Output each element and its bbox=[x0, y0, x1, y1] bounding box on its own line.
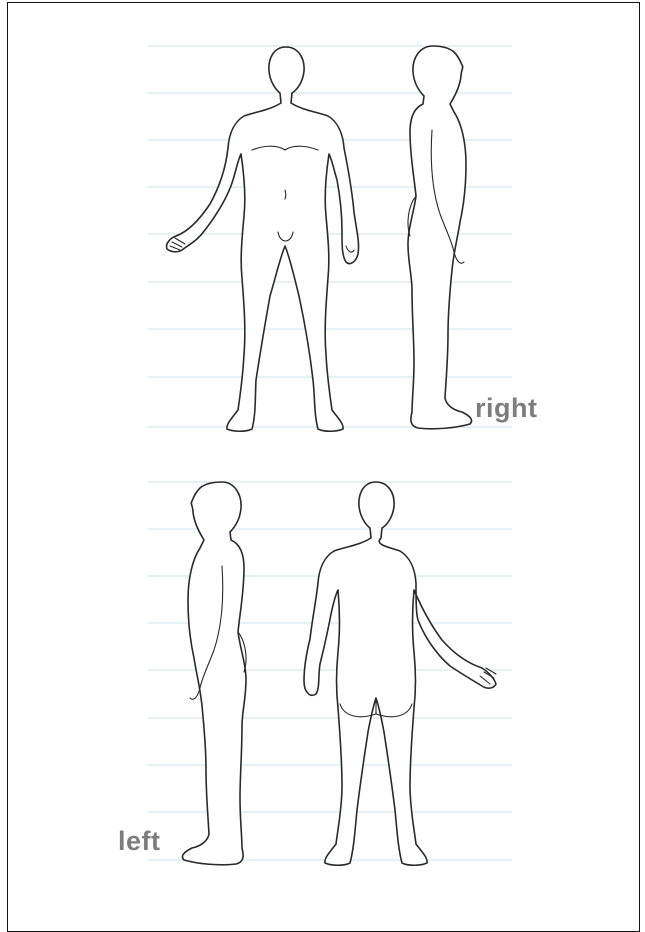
left-body-outline bbox=[182, 482, 246, 865]
right-body-outline bbox=[408, 46, 472, 429]
body-chart bbox=[0, 0, 645, 900]
back-view-figure bbox=[304, 482, 496, 865]
front-view-figure bbox=[167, 47, 359, 431]
right-view-figure bbox=[408, 46, 472, 429]
back-body-outline bbox=[304, 482, 496, 865]
left-view-label: left bbox=[118, 826, 161, 857]
left-view-figure bbox=[182, 482, 246, 865]
right-view-label: right bbox=[475, 393, 538, 424]
front-body-outline bbox=[167, 47, 359, 431]
